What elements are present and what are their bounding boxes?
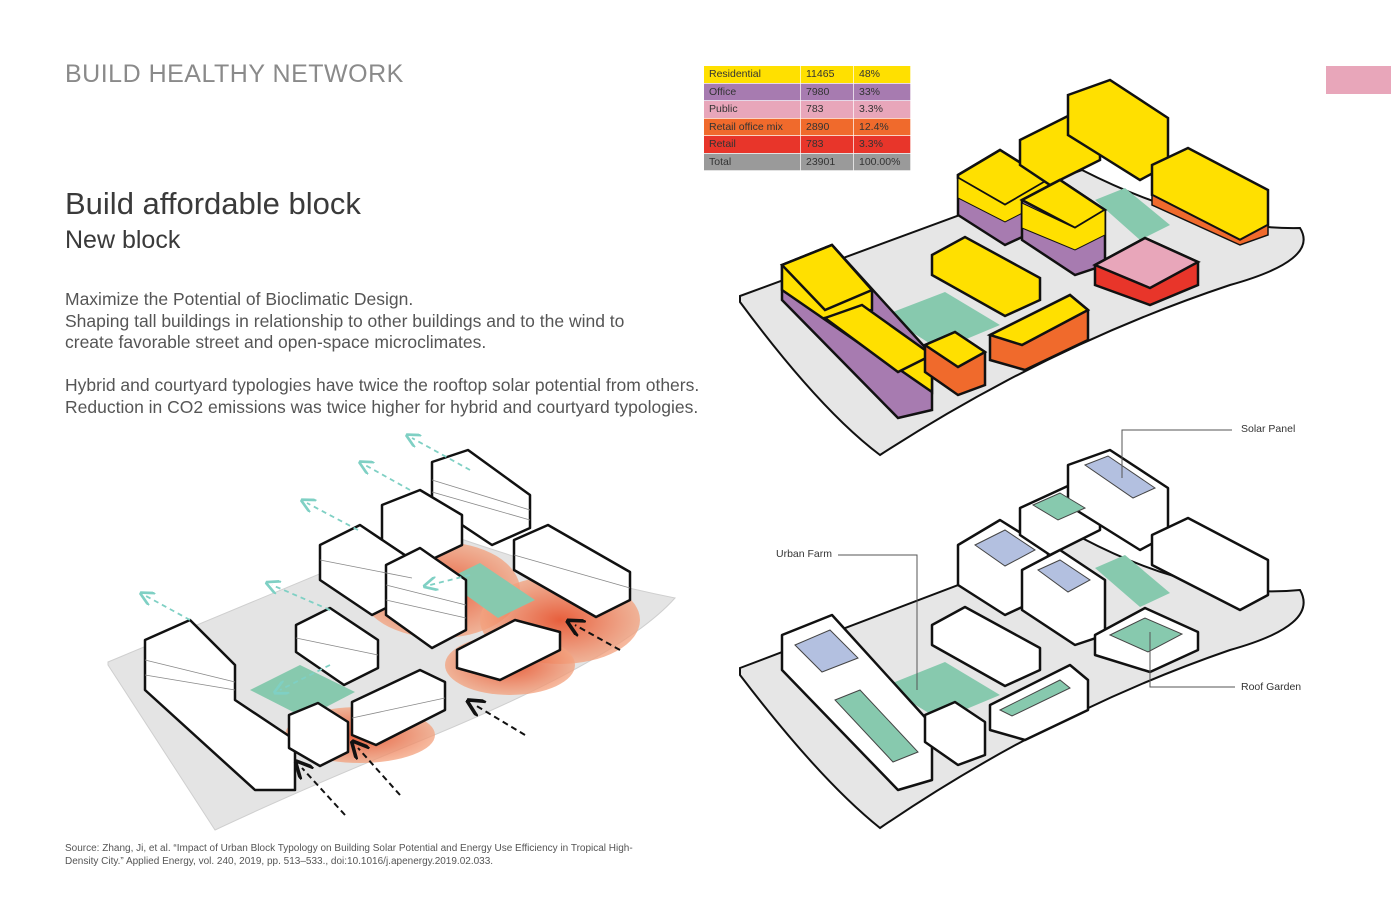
program-table-cell: 23901 [800, 153, 854, 171]
heat-flow-arrow [358, 748, 401, 796]
roof-garden [1108, 617, 1184, 653]
callout-urban-farm: Urban Farm [776, 548, 833, 560]
wind-arrow [272, 585, 331, 611]
citation-line: Density City.” Applied Energy, vol. 240,… [65, 856, 494, 867]
source-citation: Source: Zhang, Ji, et al. “Impact of Urb… [65, 842, 705, 868]
program-table-cell: Office [704, 83, 801, 101]
callout-roof-garden: Roof Garden [1241, 681, 1302, 693]
leader-line [838, 554, 918, 690]
roof-use-diagram [739, 429, 1305, 830]
leader-line [1149, 632, 1235, 688]
massing-block [930, 235, 1042, 318]
urban-farm [885, 662, 1000, 720]
heat-flow-arrow [302, 768, 346, 816]
program-massing-diagram [739, 78, 1305, 457]
page-subtitle: New block [65, 226, 181, 254]
paragraph-line: Hybrid and courtyard typologies have twi… [65, 375, 700, 395]
building-block [930, 605, 1042, 688]
building-block [923, 700, 987, 767]
callout-solar-panel: Solar Panel [1241, 423, 1296, 435]
building-block [512, 523, 632, 619]
courtyard [250, 665, 355, 718]
solar-panel [1083, 455, 1157, 499]
building-block [287, 701, 350, 768]
solar-panel [974, 529, 1036, 567]
program-table-cell: 11465 [800, 66, 854, 84]
building-block [350, 668, 447, 747]
program-table-cell: 100.00% [853, 153, 911, 171]
roof-garden [998, 679, 1071, 717]
massing-roof [986, 293, 1091, 347]
wind-arrow [307, 503, 359, 531]
wind-arrow [365, 465, 411, 491]
program-table-cell: 48% [853, 66, 911, 84]
wind-arrow [430, 574, 471, 585]
program-table-cell: 12.4% [853, 118, 911, 136]
paragraph-line: Shaping tall buildings in relationship t… [65, 310, 625, 331]
paragraph-line: create favorable street and open-space m… [65, 332, 487, 352]
building-block [1150, 516, 1270, 612]
program-table-cell: 783 [800, 135, 854, 154]
paragraph-line: Maximize the Potential of Bioclimatic De… [65, 289, 414, 309]
paragraph-line: Reduction in CO2 emissions was twice hig… [65, 396, 699, 417]
paragraph-typologies: Hybrid and courtyard typologies have twi… [65, 375, 699, 418]
paragraph-bioclimatic: Maximize the Potential of Bioclimatic De… [65, 289, 624, 354]
page-title: Build affordable block [65, 186, 361, 221]
program-table-cell: 783 [800, 100, 854, 119]
wind-arrow [412, 438, 471, 471]
massing-roof [779, 243, 875, 312]
wind-arrow [280, 664, 331, 690]
courtyard [885, 292, 1000, 350]
section-title: BUILD HEALTHY NETWORK [65, 60, 404, 88]
solar-panel [794, 629, 859, 673]
program-table-cell: 2890 [800, 118, 854, 136]
massing-block [1021, 202, 1106, 251]
roof-garden [1031, 492, 1087, 521]
program-table-cell: Retail office mix [704, 118, 801, 136]
massing-block [1151, 193, 1269, 246]
courtyard [1095, 555, 1170, 607]
citation-line: Source: Zhang, Ji, et al. “Impact of Urb… [65, 843, 633, 854]
program-table-cell: 7980 [800, 83, 854, 101]
program-table-cell: Retail [704, 135, 801, 154]
building-block [384, 546, 468, 650]
courtyard [445, 563, 535, 618]
massing-roof [922, 330, 988, 369]
program-table-cell: 33% [853, 83, 911, 101]
program-table-cell: Public [704, 100, 801, 119]
program-table-cell: 3.3% [853, 100, 911, 119]
roof-garden [834, 689, 919, 763]
heat-flow-arrow [575, 625, 621, 651]
wind-diagram [107, 438, 676, 831]
leader-line [1121, 429, 1232, 478]
program-table-cell: Total [704, 153, 801, 171]
courtyard [1095, 188, 1170, 240]
solar-panel [1037, 559, 1091, 593]
program-table-cell: Residential [704, 66, 801, 84]
building-block [455, 618, 562, 682]
section-tab[interactable] [1326, 66, 1391, 94]
program-table-cell: 3.3% [853, 135, 911, 154]
massing-roof [1092, 236, 1201, 290]
wind-arrow [146, 596, 191, 621]
